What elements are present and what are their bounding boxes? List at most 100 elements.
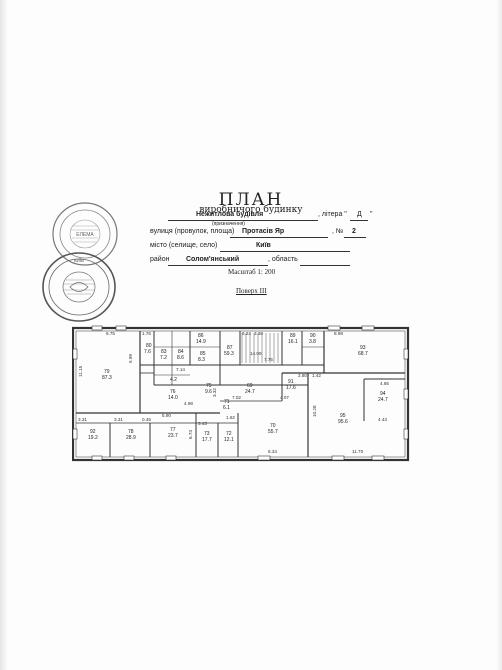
room-69-area: 24.7 xyxy=(245,389,255,395)
room-89-area: 16.1 xyxy=(288,339,298,345)
number-line xyxy=(344,237,366,238)
room-96-area: 4.2 xyxy=(170,377,177,383)
litera-value: Д xyxy=(357,211,362,218)
district-line xyxy=(168,265,268,266)
room-91-area: 17.6 xyxy=(286,385,296,391)
street-value: Протасів Яр xyxy=(242,228,285,235)
window-marks xyxy=(72,325,409,461)
number-label: , № xyxy=(332,228,344,235)
svg-text:2.80: 2.80 xyxy=(298,373,307,378)
svg-text:3.31: 3.31 xyxy=(78,417,87,422)
oblast-label: , область xyxy=(268,256,298,263)
plan-subtitle: виробничого будинку xyxy=(199,205,303,215)
room-92-area: 19.2 xyxy=(88,435,98,441)
room-85-area: 8.3 xyxy=(198,357,205,363)
room-75-area: 9.6 xyxy=(205,389,212,395)
room-76-num: 76 xyxy=(170,389,176,395)
round-seal-icon: КИЇВ xyxy=(42,252,116,322)
seal-stamp-icon: ЕЛЕМА xyxy=(52,202,118,266)
svg-text:3.32: 3.32 xyxy=(212,388,217,397)
city-label: місто (селище, село) xyxy=(150,242,218,249)
room-labels: 79 87.3 80 7.6 83 7.2 84 8.6 86 14.9 85 … xyxy=(88,333,388,443)
room-80-area: 7.6 xyxy=(144,349,151,355)
svg-text:1.42: 1.42 xyxy=(312,373,321,378)
room-87-area: 59.3 xyxy=(224,351,234,357)
room-89-num: 89 xyxy=(290,333,296,339)
room-77-num: 77 xyxy=(170,427,176,433)
room-83-num: 83 xyxy=(161,349,167,355)
street-line xyxy=(230,237,328,238)
svg-text:4.85: 4.85 xyxy=(380,381,389,386)
room-69-num: 69 xyxy=(247,383,253,389)
room-91-num: 91 xyxy=(288,379,294,385)
svg-text:11.15: 11.15 xyxy=(78,365,83,377)
seal-1-text: ЕЛЕМА xyxy=(76,232,94,238)
svg-text:11.70: 11.70 xyxy=(352,449,364,454)
room-85-num: 85 xyxy=(200,351,206,357)
svg-text:3.38: 3.38 xyxy=(254,331,263,336)
svg-text:5.90: 5.90 xyxy=(162,413,171,418)
district-label: район xyxy=(150,256,170,263)
svg-text:7.75: 7.75 xyxy=(264,357,273,362)
svg-text:5.99: 5.99 xyxy=(128,354,133,363)
room-90-area: 3.8 xyxy=(309,339,316,345)
building-type-caption: (призначення) xyxy=(212,221,245,227)
room-71-num: 71 xyxy=(224,399,230,405)
room-93-num: 93 xyxy=(360,345,366,351)
room-73-num: 73 xyxy=(204,431,210,437)
room-94-num: 94 xyxy=(380,391,386,397)
svg-text:1.62: 1.62 xyxy=(226,415,235,420)
staircase-icon xyxy=(241,333,279,363)
room-84-num: 84 xyxy=(178,349,184,355)
svg-text:1.76: 1.76 xyxy=(142,331,151,336)
svg-text:7.02: 7.02 xyxy=(232,395,241,400)
room-87-num: 87 xyxy=(227,345,233,351)
seal-2-text: КИЇВ xyxy=(74,257,84,263)
city-value: Київ xyxy=(256,242,271,249)
room-86-area: 14.9 xyxy=(196,339,206,345)
room-80-num: 80 xyxy=(146,343,152,349)
room-73-area: 17.7 xyxy=(202,437,212,443)
street-label: вулиця (провулок, площа) xyxy=(150,228,235,235)
number-value: 2 xyxy=(352,228,356,235)
svg-text:8.98: 8.98 xyxy=(334,331,343,336)
svg-text:6.75: 6.75 xyxy=(106,331,115,336)
floor-plan: 79 87.3 80 7.6 83 7.2 84 8.6 86 14.9 85 … xyxy=(72,325,410,462)
room-84-area: 8.6 xyxy=(177,355,184,361)
litera-line xyxy=(350,220,368,221)
page-edge-right xyxy=(496,0,502,670)
litera-close: " xyxy=(370,211,373,218)
building-type-line xyxy=(168,220,318,221)
room-75-num: 75 xyxy=(206,383,212,389)
litera-label: , літера " xyxy=(318,211,347,218)
district-value: Солом'янський xyxy=(186,256,240,263)
svg-text:3.31: 3.31 xyxy=(114,417,123,422)
svg-text:4.43: 4.43 xyxy=(378,417,387,422)
svg-text:0.45: 0.45 xyxy=(142,417,151,422)
dimension-labels: 6.75 1.76 6.24 3.38 8.98 5.99 11.15 7.14… xyxy=(78,331,389,454)
room-76-area: 14.0 xyxy=(168,395,178,401)
room-72-num: 72 xyxy=(226,431,232,437)
city-line xyxy=(220,251,350,252)
room-83-area: 7.2 xyxy=(160,355,167,361)
svg-text:6.34: 6.34 xyxy=(268,449,277,454)
svg-text:7.14: 7.14 xyxy=(176,367,185,372)
room-95-num: 95 xyxy=(340,413,346,419)
plan-title: ПЛАН xyxy=(218,190,284,210)
room-79-area: 87.3 xyxy=(102,375,112,381)
building-type-value: Нежитлова будівля xyxy=(196,211,264,218)
room-70-area: 55.7 xyxy=(268,429,278,435)
svg-text:4.98: 4.98 xyxy=(184,401,193,406)
room-77-area: 23.7 xyxy=(168,433,178,439)
room-78-num: 78 xyxy=(128,429,134,435)
walls xyxy=(72,326,410,462)
room-70-num: 70 xyxy=(270,423,276,429)
page-edge-left xyxy=(0,0,8,670)
room-94-area: 24.7 xyxy=(378,397,388,403)
oblast-line xyxy=(300,265,350,266)
svg-text:6.74: 6.74 xyxy=(188,430,193,439)
room-95-area: 95.6 xyxy=(338,419,348,425)
room-93-area: 68.7 xyxy=(358,351,368,357)
room-90-num: 90 xyxy=(310,333,316,339)
